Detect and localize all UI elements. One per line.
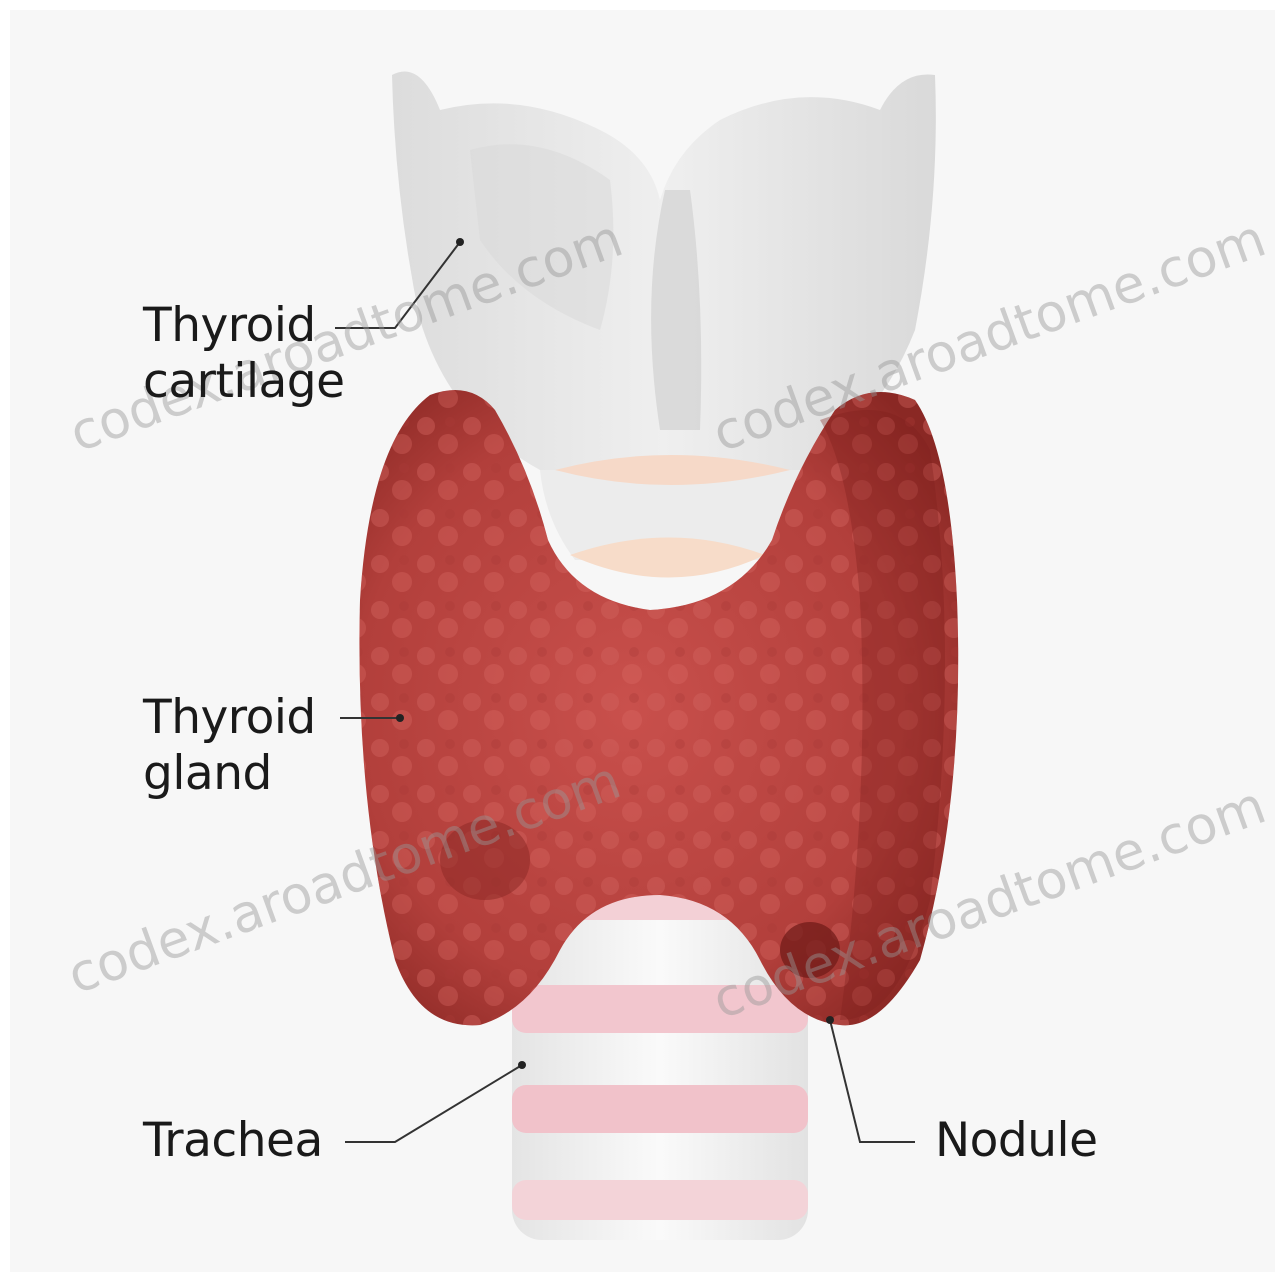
trachea-ring [512, 1180, 808, 1220]
label-line: cartilage [143, 354, 345, 410]
leader-line-nodule [830, 1020, 915, 1142]
leader-line-trachea [345, 1065, 522, 1142]
label-thyroid-gland: Thyroid gland [143, 690, 316, 802]
label-line: Thyroid [143, 298, 345, 354]
label-nodule: Nodule [935, 1113, 1098, 1169]
label-thyroid-cartilage: Thyroid cartilage [143, 298, 345, 410]
label-trachea: Trachea [143, 1113, 323, 1169]
label-line: Thyroid [143, 690, 316, 746]
trachea-ring [512, 1085, 808, 1133]
label-line: gland [143, 746, 316, 802]
